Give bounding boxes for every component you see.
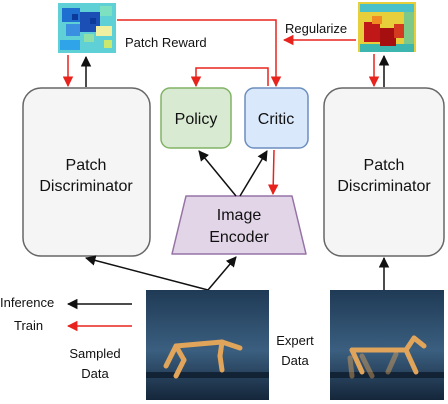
- expert-data-label-2: Data: [281, 353, 309, 368]
- arrow-encoder-to-policy: [198, 150, 237, 197]
- sampled-data-label-1: Sampled: [69, 346, 120, 361]
- regularize-label: Regularize: [285, 21, 347, 36]
- discriminator-right-label-1: Patch: [364, 157, 405, 174]
- patch-reward-label: Patch Reward: [125, 35, 207, 50]
- critic-box: [244, 87, 309, 149]
- arrow-sampled-to-encoder: [207, 256, 237, 291]
- critic-label: Critic: [258, 111, 294, 128]
- discriminator-left-label-1: Patch: [66, 157, 107, 174]
- legend-train-label: Train: [14, 318, 43, 333]
- arrow-reward-to-critic: [117, 19, 282, 88]
- discriminator-right-label-2: Discriminator: [337, 178, 431, 195]
- arrow-critic-to-encoder: [267, 149, 279, 196]
- arrow-critic-to-policy: [190, 67, 269, 88]
- image-encoder-box: [171, 195, 307, 255]
- patch-discriminator-right: [323, 87, 445, 257]
- patch-reward-map: [58, 3, 116, 53]
- discriminator-left-label-2: Discriminator: [39, 178, 133, 195]
- legend-inference-label: Inference: [0, 295, 54, 310]
- expert-data-label-1: Expert: [276, 333, 314, 348]
- encoder-label-1: Image: [217, 207, 262, 224]
- policy-box: [160, 87, 232, 149]
- arrow-sampled-to-discriminator: [84, 255, 209, 291]
- expert-data-image: [330, 290, 444, 400]
- policy-label: Policy: [175, 111, 218, 128]
- sampled-data-image: [146, 290, 269, 400]
- sampled-data-label-2: Data: [81, 366, 109, 381]
- arrow-encoder-to-critic: [239, 150, 268, 197]
- regularize-map: [358, 2, 416, 52]
- encoder-label-2: Encoder: [209, 229, 269, 246]
